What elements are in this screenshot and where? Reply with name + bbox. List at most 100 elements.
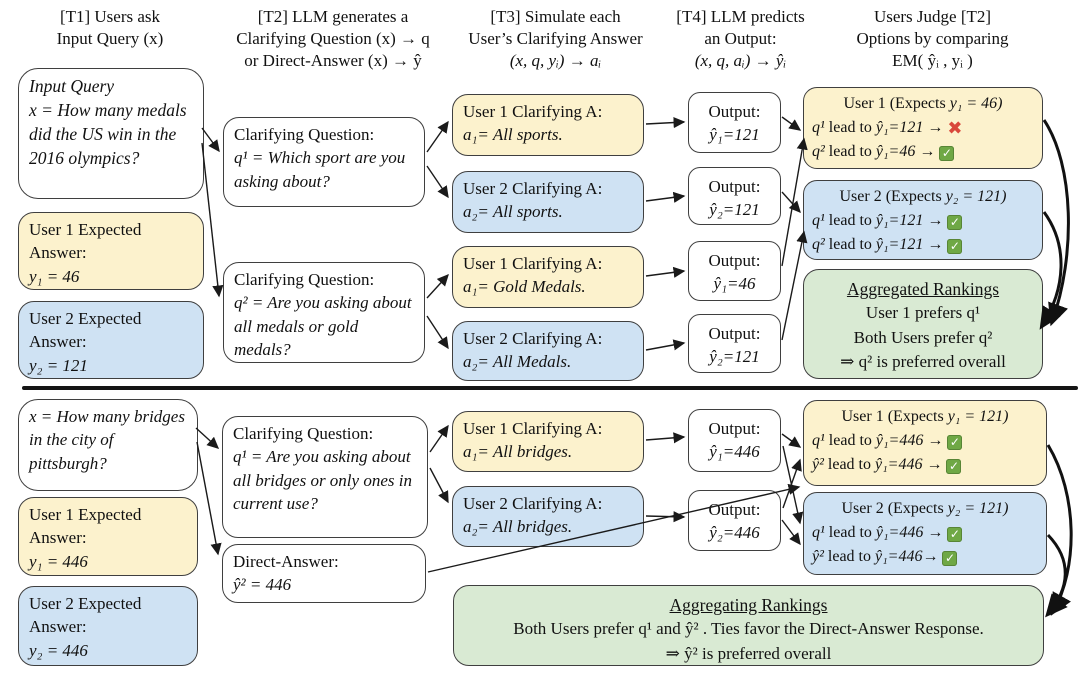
input-query-box-bottom: x = How many bridges in the city of pitt…	[18, 399, 198, 491]
header-line: EM( ŷᵢ , yᵢ )	[892, 51, 973, 71]
header-line: Clarifying Question (x) → q	[236, 29, 430, 49]
expected-answer-value: y₂ = 121	[29, 355, 88, 375]
output-label: Output:	[708, 251, 761, 270]
aggregating-rankings-title: Aggregating Rankings	[669, 595, 828, 615]
clarifying-question-text: q¹ = Are you asking about all bridges or…	[233, 447, 412, 514]
judgement-symbol: q¹	[812, 432, 825, 449]
user2-clarifying-answer-box: User 2 Clarifying A: a₂= All sports.	[452, 171, 644, 233]
judgement-header-text: User 1 (Expects	[843, 95, 950, 112]
user1-clarifying-answer-box: User 1 Clarifying A: a₁= Gold Medals.	[452, 246, 644, 308]
header-t2: [T2] LLM generates a Clarifying Question…	[213, 6, 453, 72]
expected-answer-value: y₂ = 446	[29, 640, 88, 660]
judgement-mid: lead to	[823, 548, 875, 565]
judgement-header-math: y₂ = 121)	[945, 188, 1007, 205]
judgement-line: q² lead to ŷ₁=46 → ✓	[812, 140, 1034, 164]
judgement-line: q¹ lead to ŷ₁=446 → ✓	[812, 429, 1038, 453]
section-divider	[22, 386, 1078, 390]
judgement-value: ŷ₁=446 →	[875, 524, 948, 541]
header-line: Options by comparing	[856, 29, 1009, 49]
user1-clarifying-answer-box: User 1 Clarifying A: a₁= All sports.	[452, 94, 644, 156]
clarifying-answer-text: a₁= Gold Medals.	[463, 277, 586, 297]
judgement-header-math: y₂ = 121)	[947, 500, 1009, 517]
header-line: (x, q, yᵢ) → aᵢ	[509, 51, 602, 71]
output-box: Output: ŷ₂=446	[688, 490, 781, 551]
user2-judgement-box-bottom: User 2 (Expects y₂ = 121) q¹ lead to ŷ₁=…	[803, 492, 1047, 575]
clarifying-question-label: Clarifying Question:	[234, 270, 375, 289]
judgement-symbol: q¹	[812, 119, 825, 136]
aggregating-rankings-line: Both Users prefer q¹ and ŷ² . Ties favor…	[513, 619, 984, 639]
input-query-text: x = How many medals did the US win in th…	[29, 100, 187, 169]
output-label: Output:	[708, 419, 761, 438]
direct-answer-value: ŷ² = 446	[233, 575, 292, 595]
judgement-line: q¹ lead to ŷ₁=121 → ✖	[812, 116, 1034, 140]
header-line: [T2] LLM generates a	[257, 7, 409, 26]
clarifying-question-text: q¹ = Which sport are you asking about?	[234, 148, 406, 191]
check-icon: ✓	[947, 435, 963, 450]
check-icon: ✓	[942, 551, 958, 566]
user1-clarifying-answer-box-bottom: User 1 Clarifying A: a₁= All bridges.	[452, 411, 644, 472]
judgement-header-math: y₁ = 121)	[947, 408, 1009, 425]
output-box: Output: ŷ₁=121	[688, 92, 781, 153]
judgement-symbol: ŷ²	[812, 548, 824, 565]
check-icon: ✓	[946, 459, 962, 474]
judgement-header-text: User 2 (Expects	[839, 188, 946, 205]
judgement-symbol: q¹	[812, 524, 825, 541]
header-line: an Output:	[704, 29, 777, 49]
user1-expected-answer-box-bottom: User 1 Expected Answer: y₁ = 446	[18, 497, 198, 576]
clarifying-answer-text: a₁= All sports.	[463, 125, 563, 145]
expected-answer-label: User 1 Expected Answer:	[29, 505, 142, 548]
input-query-box-top: Input Query x = How many medals did the …	[18, 68, 204, 199]
output-value: ŷ₁=121	[709, 125, 760, 145]
judgement-symbol: q²	[812, 143, 825, 160]
judgement-mid: lead to	[824, 143, 876, 160]
clarifying-answer-label: User 2 Clarifying A:	[463, 179, 603, 198]
input-query-title: Input Query	[29, 76, 115, 96]
expected-answer-label: User 1 Expected Answer:	[29, 220, 142, 263]
clarifying-answer-label: User 2 Clarifying A:	[463, 329, 603, 348]
header-t1: [T1] Users ask Input Query (x)	[10, 6, 210, 50]
expected-answer-label: User 2 Expected Answer:	[29, 594, 142, 637]
header-judge: Users Judge [T2] Options by comparing EM…	[805, 6, 1060, 72]
output-label: Output:	[708, 324, 761, 343]
output-box: Output: ŷ₁=446	[688, 409, 781, 472]
judgement-value: ŷ₁=446→	[875, 548, 943, 565]
check-icon: ✓	[939, 146, 955, 161]
judgement-mid: lead to	[824, 119, 876, 136]
aggregated-rankings-line: User 1 prefers q¹	[865, 303, 981, 323]
direct-answer-box: Direct-Answer: ŷ² = 446	[222, 544, 426, 603]
user1-expected-answer-box-top: User 1 Expected Answer: y₁ = 46	[18, 212, 204, 290]
clarifying-answer-label: User 2 Clarifying A:	[463, 494, 603, 513]
header-t3: [T3] Simulate each User’s Clarifying Ans…	[443, 6, 668, 72]
expected-answer-value: y₁ = 446	[29, 551, 88, 571]
aggregated-rankings-box-top: Aggregated Rankings User 1 prefers q¹ Bo…	[803, 269, 1043, 379]
judgement-header-text: User 1 (Expects	[841, 408, 948, 425]
direct-answer-label: Direct-Answer:	[233, 552, 339, 571]
output-value: ŷ₂=121	[709, 200, 760, 220]
output-value: ŷ₁=446	[709, 442, 760, 462]
judgement-header: User 2 (Expects y₂ = 121)	[812, 185, 1034, 209]
check-icon: ✓	[947, 239, 963, 254]
aggregated-rankings-line: Both Users prefer q²	[853, 327, 993, 347]
output-box: Output: ŷ₂=121	[688, 314, 781, 373]
aggregated-rankings-line: ⇒ q² is preferred overall	[840, 352, 1006, 372]
header-line: [T1] Users ask	[59, 7, 161, 26]
output-label: Output:	[708, 102, 761, 121]
judgement-header: User 1 (Expects y₁ = 46)	[812, 92, 1034, 116]
aggregating-rankings-line: ⇒ ŷ² is preferred overall	[665, 643, 832, 663]
clarifying-question-2-box: Clarifying Question: q² = Are you asking…	[223, 262, 425, 363]
judgement-mid: lead to	[824, 524, 876, 541]
aggregating-rankings-box-bottom: Aggregating Rankings Both Users prefer q…	[453, 585, 1044, 666]
judgement-value: ŷ₁=446 →	[875, 456, 947, 473]
judgement-value: ŷ₁=121 →	[875, 119, 948, 136]
check-icon: ✓	[947, 215, 963, 230]
output-value: ŷ₂=446	[709, 523, 760, 543]
clarifying-question-1-box: Clarifying Question: q¹ = Which sport ar…	[223, 117, 425, 207]
header-line: or Direct-Answer (x) → ŷ	[244, 51, 422, 71]
judgement-value: ŷ₁=446 →	[875, 432, 948, 449]
cross-icon: ✖	[947, 118, 963, 139]
user2-clarifying-answer-box-bottom: User 2 Clarifying A: a₂= All bridges.	[452, 486, 644, 547]
output-box: Output: ŷ₁=46	[688, 241, 781, 301]
judgement-header-text: User 2 (Expects	[841, 500, 948, 517]
output-value: ŷ₁=46	[713, 274, 756, 294]
